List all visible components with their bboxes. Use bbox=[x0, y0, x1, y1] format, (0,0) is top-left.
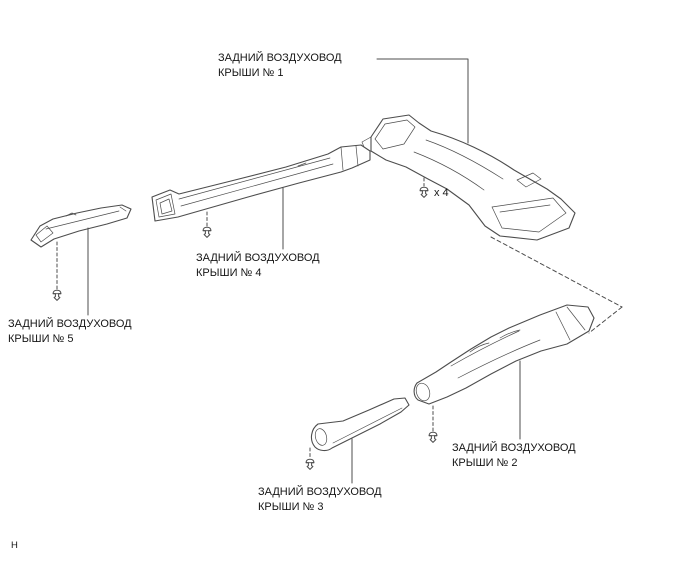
duct-2-end-fold bbox=[566, 306, 586, 331]
duct-2-outline bbox=[413, 304, 595, 405]
duct-4-drawing bbox=[151, 144, 371, 222]
duct-4-ridge-line bbox=[180, 163, 334, 207]
push-clip-icon bbox=[305, 458, 315, 470]
duct-1-outlet-inner-line bbox=[499, 204, 551, 213]
clip-leader-lines bbox=[56, 177, 434, 459]
label-clip-count: x 4 bbox=[434, 187, 449, 199]
duct-4-mouth-hole bbox=[159, 198, 173, 215]
label-duct-1-line2: КРЫШИ № 1 bbox=[218, 67, 284, 79]
label-leader-lines bbox=[87, 58, 521, 484]
duct-3-ridge-line bbox=[332, 407, 403, 444]
push-clip-icon bbox=[428, 431, 438, 443]
duct-1-tab bbox=[516, 172, 542, 188]
label-duct-5-line2: КРЫШИ № 5 bbox=[8, 333, 74, 345]
label-duct-4: ЗАДНИЙ ВОЗДУХОВОД КРЫШИ № 4 bbox=[196, 251, 320, 281]
label-duct-1-line1: ЗАДНИЙ ВОЗДУХОВОД bbox=[218, 52, 342, 64]
duct-1-outlet-rim bbox=[491, 197, 567, 233]
duct-4-end-line bbox=[355, 145, 359, 167]
label-duct-2-line1: ЗАДНИЙ ВОЗДУХОВОД bbox=[452, 442, 576, 454]
duct-5-mouth bbox=[35, 225, 54, 243]
duct-4-mouth bbox=[155, 193, 176, 218]
duct-4-notch bbox=[297, 162, 307, 167]
duct-2-surface-line bbox=[457, 339, 541, 379]
duct-1-mouth bbox=[374, 119, 416, 150]
duct-5-ridge-line bbox=[45, 210, 120, 230]
duct-4-end-line bbox=[340, 146, 344, 171]
duct-5-outline bbox=[30, 204, 132, 248]
label-duct-4-line2: КРЫШИ № 4 bbox=[196, 267, 262, 279]
duct-3-mouth bbox=[314, 428, 328, 446]
push-clip-icon bbox=[419, 186, 429, 198]
duct-2-surface-line bbox=[450, 330, 520, 367]
duct-2-mouth bbox=[415, 382, 431, 402]
label-duct-1: ЗАДНИЙ ВОЗДУХОВОД КРЫШИ № 1 bbox=[218, 51, 342, 81]
page-footer-mark: H bbox=[11, 540, 18, 551]
duct-1-surface-line bbox=[413, 151, 485, 191]
duct-5-notch bbox=[65, 212, 77, 217]
duct-3-outline bbox=[310, 397, 410, 452]
duct-2-bump-line bbox=[499, 329, 521, 339]
label-duct-3: ЗАДНИЙ ВОЗДУХОВОД КРЫШИ № 3 bbox=[258, 485, 382, 515]
label-duct-2: ЗАДНИЙ ВОЗДУХОВОД КРЫШИ № 2 bbox=[452, 441, 576, 471]
label-duct-2-line2: КРЫШИ № 2 bbox=[452, 457, 518, 469]
duct-1-surface-line bbox=[425, 139, 504, 180]
duct-2-end-fold bbox=[555, 311, 571, 341]
duct-1-drawing bbox=[361, 114, 576, 241]
label-duct-4-line1: ЗАДНИЙ ВОЗДУХОВОД bbox=[196, 252, 320, 264]
label-duct-5: ЗАДНИЙ ВОЗДУХОВОД КРЫШИ № 5 bbox=[8, 317, 132, 347]
duct-2-bump-line bbox=[469, 342, 490, 353]
duct-5-end-line bbox=[119, 206, 127, 212]
push-clip-icon bbox=[52, 289, 62, 301]
assembly-dash-line bbox=[490, 236, 623, 308]
label-duct-3-line2: КРЫШИ № 3 bbox=[258, 501, 324, 513]
push-clip-icon bbox=[202, 226, 212, 238]
assembly-dashed-lines bbox=[490, 236, 623, 334]
duct-3-drawing bbox=[310, 397, 410, 452]
label-duct-5-line1: ЗАДНИЙ ВОЗДУХОВОД bbox=[8, 318, 132, 330]
assembly-dash-line bbox=[588, 306, 623, 334]
duct-4-outline bbox=[151, 144, 371, 222]
duct-2-drawing bbox=[413, 304, 595, 405]
duct-1-outline bbox=[370, 114, 576, 241]
label-duct-3-line1: ЗАДНИЙ ВОЗДУХОВОД bbox=[258, 486, 382, 498]
duct-4-ridge-line bbox=[178, 157, 331, 200]
duct-5-drawing bbox=[30, 204, 132, 248]
leader-duct-1 bbox=[376, 58, 469, 144]
